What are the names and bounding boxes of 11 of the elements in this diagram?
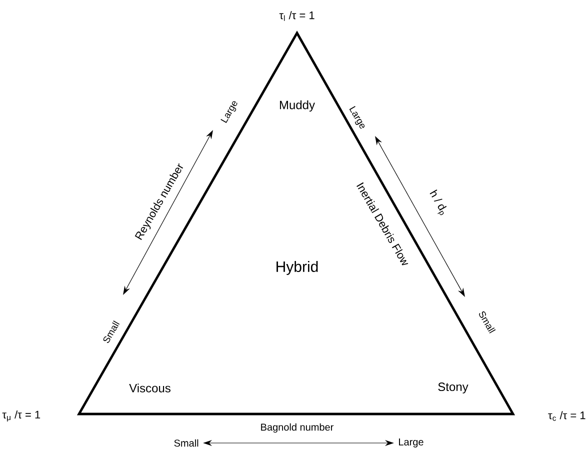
vertex-label: τ$_{l}$ /τ = 1 xyxy=(279,11,314,21)
region-label: Stony xyxy=(438,382,468,394)
vertex-label: τ$_{μ}$ /τ = 1 xyxy=(2,410,40,422)
region-label: Muddy xyxy=(280,100,315,112)
scale-label: Large xyxy=(399,438,424,448)
region-label: Hybrid xyxy=(276,261,318,275)
axis-label: h / d$_{p}$ xyxy=(430,190,447,216)
axis-label: Bagnold number xyxy=(261,423,334,433)
vertex-label: τ$_{c}$ /τ = 1 xyxy=(548,411,586,421)
scale-label: Small xyxy=(174,439,198,447)
region-label: Viscous xyxy=(129,384,170,392)
